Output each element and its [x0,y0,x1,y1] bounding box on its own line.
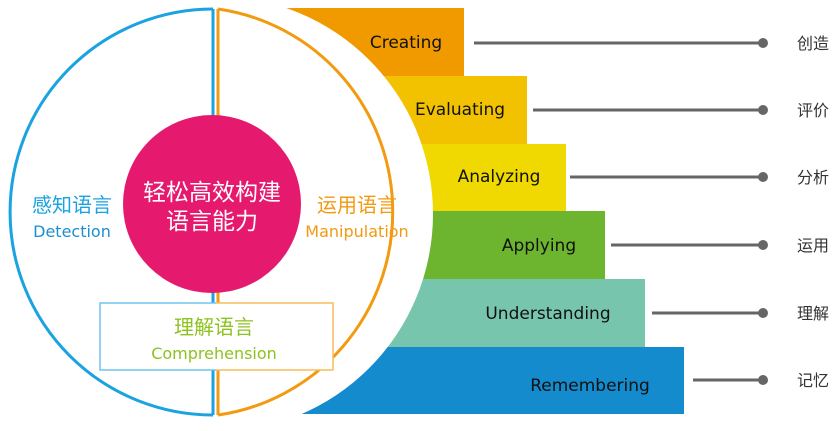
connector-dot [758,240,768,250]
comprehension-box-bg [100,303,333,370]
level-cn-evaluating: 评价 [797,101,829,120]
circle-left-half [8,7,214,417]
comprehension-en: Comprehension [151,344,277,363]
level-cn-remembering: 记忆 [797,371,829,390]
detection-en: Detection [33,222,111,241]
center-title-line2: 语言能力 [166,209,258,235]
level-cn-understanding: 理解 [797,304,829,323]
connector-dot [758,172,768,182]
connector-dot [758,38,768,48]
manipulation-cn: 运用语言 [317,193,397,217]
center-title-line1: 轻松高效构建 [143,180,281,206]
level-label-understanding: Understanding [485,304,610,324]
connectors [474,41,762,382]
connector-dot [758,375,768,385]
center-circle [123,115,301,293]
circle-right-half [217,7,395,417]
level-label-remembering: Remembering [530,376,650,396]
comprehension-cn: 理解语言 [174,315,254,339]
manipulation-en: Manipulation [305,222,408,241]
level-label-applying: Applying [502,236,576,256]
level-cn-creating: 创造 [797,34,829,53]
level-label-evaluating: Evaluating [415,100,505,120]
connector-dot [758,308,768,318]
level-label-creating: Creating [370,33,442,53]
level-label-analyzing: Analyzing [458,167,541,187]
level-cn-applying: 运用 [797,236,829,255]
connector-dot [758,105,768,115]
level-cn-analyzing: 分析 [797,168,829,187]
detection-cn: 感知语言 [32,193,112,217]
